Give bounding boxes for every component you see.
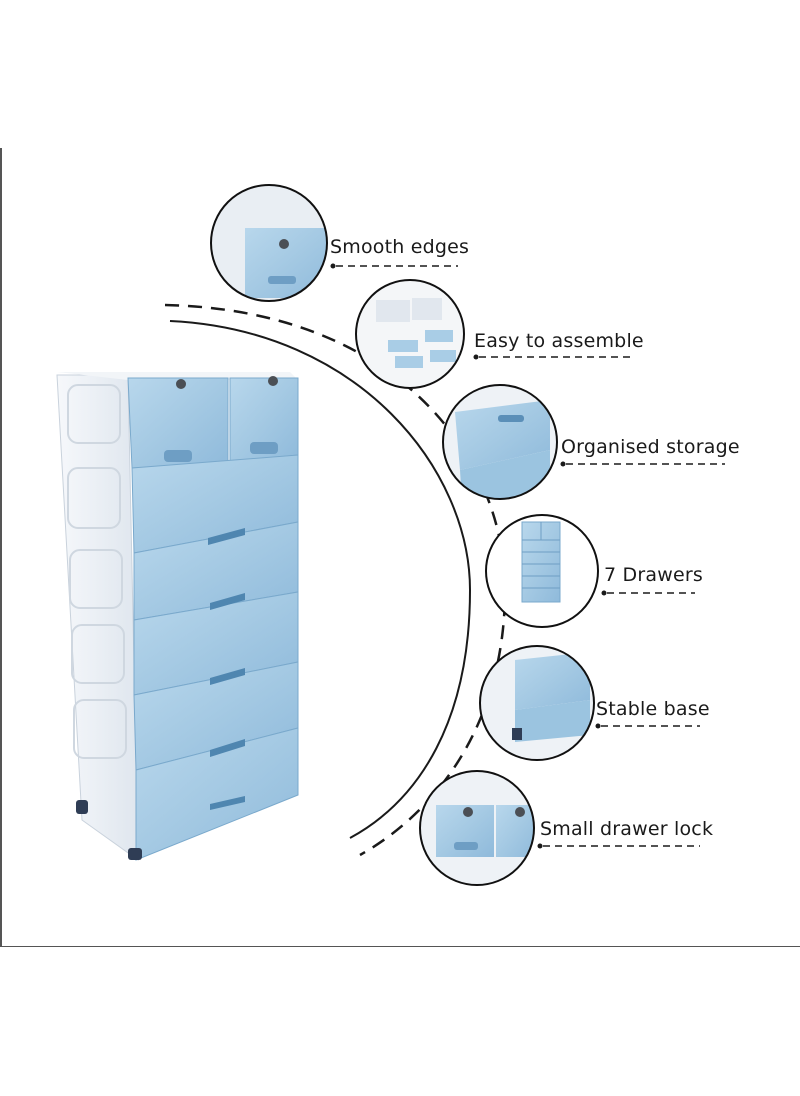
leader-lines [330, 263, 725, 849]
thumb-easy-assemble [355, 279, 465, 389]
thumb-smooth-edges [210, 184, 328, 302]
thumb-organised-storage [442, 384, 558, 500]
feature-label-organised-storage: Organised storage [561, 436, 740, 458]
thumb-7-drawers [485, 514, 599, 628]
inner-solid-arc [169, 320, 472, 839]
bottom-border-line [0, 946, 800, 947]
thumb-stable-base [479, 645, 595, 761]
feature-label-easy-assemble: Easy to assemble [474, 330, 644, 352]
thumb-drawer-lock [419, 770, 535, 886]
main-cabinet [56, 372, 299, 861]
top-border-line [0, 148, 2, 946]
feature-label-7-drawers: 7 Drawers [604, 564, 703, 586]
feature-label-drawer-lock: Small drawer lock [540, 818, 714, 840]
feature-label-smooth-edges: Smooth edges [330, 236, 470, 258]
feature-label-stable-base: Stable base [596, 698, 710, 720]
